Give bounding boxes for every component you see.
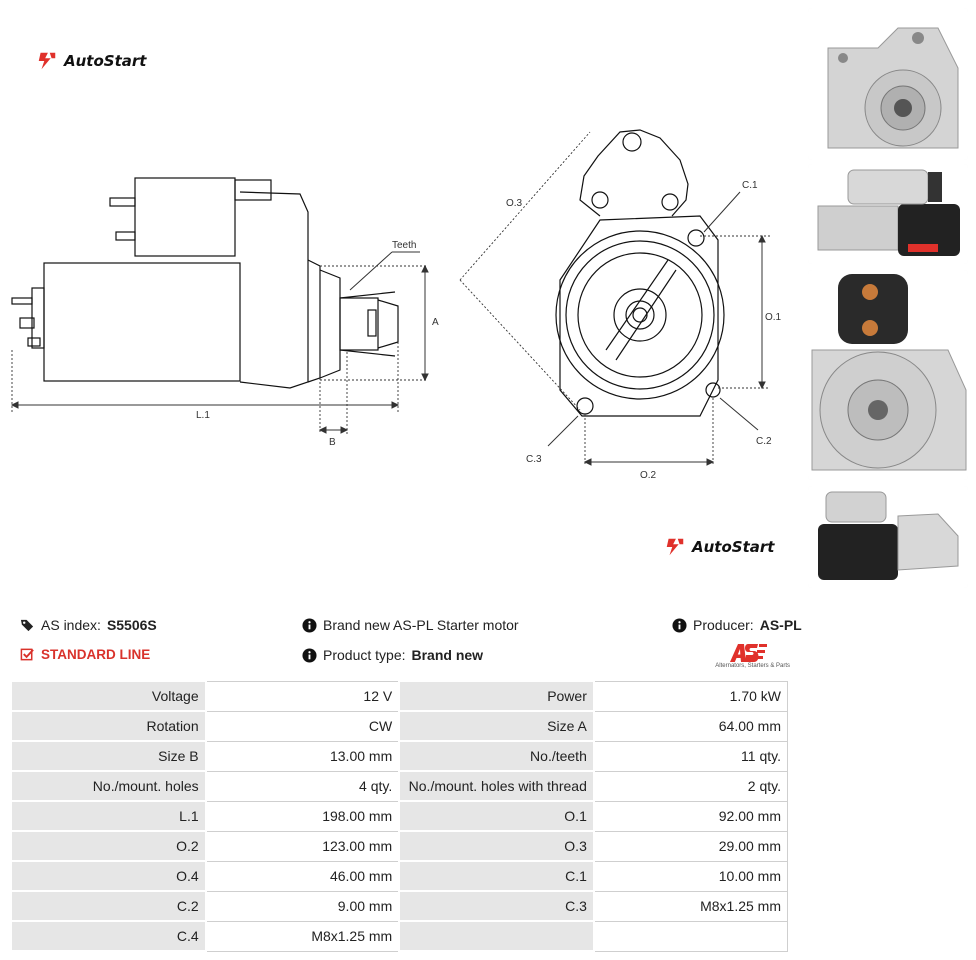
product-photo-angle[interactable]: [808, 486, 968, 588]
spec-key: O.1: [398, 800, 595, 832]
terminal-mid: [115, 231, 136, 241]
info-circle-icon: [302, 617, 317, 633]
spec-key: Power: [398, 680, 595, 712]
brand-name: AutoStart: [64, 52, 147, 70]
as-index: AS index: S5506S: [20, 617, 157, 633]
info-circle-icon: [302, 647, 317, 663]
spec-value: 2 qty.: [593, 770, 788, 802]
spec-value: 10.00 mm: [593, 860, 788, 892]
spec-value: 92.00 mm: [593, 800, 788, 832]
tags-icon: [20, 619, 34, 631]
mount-ear-top: [579, 129, 689, 217]
hole-c2: [705, 382, 721, 398]
spec-value: 11 qty.: [593, 740, 788, 772]
spec-value: 46.00 mm: [205, 860, 400, 892]
as-index-label: AS index:: [41, 617, 101, 633]
info-circle-icon: [672, 617, 687, 633]
spec-value: CW: [205, 710, 400, 742]
as-pl-logo: Alternators, Starters & Parts: [702, 642, 790, 672]
spec-key: Voltage: [10, 680, 207, 712]
label-l1: L.1: [196, 410, 210, 421]
spec-value: 4 qty.: [205, 770, 400, 802]
spec-value: 64.00 mm: [593, 710, 788, 742]
label-b: B: [329, 437, 336, 448]
standard-line-text: STANDARD LINE: [41, 647, 151, 662]
autostart-logo-icon: [666, 538, 684, 556]
spec-value: 9.00 mm: [205, 890, 400, 922]
label-teeth: Teeth: [392, 240, 416, 251]
spec-value: 123.00 mm: [205, 830, 400, 862]
housing-outer: [555, 230, 725, 400]
label-o2: O.2: [640, 470, 657, 480]
spec-value: [593, 920, 788, 952]
spec-key: No./mount. holes: [10, 770, 207, 802]
product-type-label: Product type:: [323, 647, 406, 663]
product-description: Brand new AS-PL Starter motor: [302, 617, 519, 633]
solenoid-body: [134, 177, 236, 257]
brand-logo-bottom: AutoStart: [664, 536, 774, 558]
brand-name: AutoStart: [692, 538, 775, 556]
spec-value: 13.00 mm: [205, 740, 400, 772]
product-photo-front[interactable]: [808, 8, 968, 160]
spec-key: L.1: [10, 800, 207, 832]
producer-label: Producer:: [693, 617, 754, 633]
spec-key: Rotation: [10, 710, 207, 742]
label-c1: C.1: [742, 180, 758, 191]
pinion-gear: [339, 297, 379, 351]
producer: Producer: AS-PL: [672, 617, 802, 633]
as-pl-tagline: Alternators, Starters & Parts: [715, 663, 790, 669]
motor-body: [43, 262, 241, 382]
standard-line-badge: STANDARD LINE: [20, 647, 150, 662]
spec-key: C.1: [398, 860, 595, 892]
spec-value: M8x1.25 mm: [205, 920, 400, 952]
label-c2: C.2: [756, 436, 772, 447]
brand-logo-top: AutoStart: [36, 50, 146, 72]
product-photo-rear[interactable]: [808, 270, 968, 480]
hole-c3: [576, 397, 594, 415]
label-c3: C.3: [526, 454, 542, 465]
spec-value: 1.70 kW: [593, 680, 788, 712]
spec-key: Size A: [398, 710, 595, 742]
terminal-top: [109, 197, 136, 207]
spec-value: M8x1.25 mm: [593, 890, 788, 922]
mounting-flange: [559, 215, 719, 417]
product-photo-side[interactable]: [808, 164, 968, 264]
spec-key: C.3: [398, 890, 595, 922]
spec-key: No./mount. holes with thread: [398, 770, 595, 802]
hole-c1: [687, 229, 705, 247]
autostart-logo-icon: [38, 52, 56, 70]
spec-value: 198.00 mm: [205, 800, 400, 832]
spec-value: 29.00 mm: [593, 830, 788, 862]
technical-drawing: Teeth A L.1 B: [10, 129, 782, 480]
check-square-icon: [20, 648, 34, 661]
spec-key: [398, 920, 595, 952]
spec-key: C.2: [10, 890, 207, 922]
description-text: Brand new AS-PL Starter motor: [323, 617, 519, 633]
product-type: Product type: Brand new: [302, 647, 483, 663]
spec-key: O.3: [398, 830, 595, 862]
product-type-value: Brand new: [411, 647, 484, 663]
label-a: A: [432, 317, 439, 328]
as-index-value: S5506S: [106, 617, 157, 633]
spec-key: No./teeth: [398, 740, 595, 772]
spec-value: 12 V: [205, 680, 400, 712]
as-pl-logo-icon: [730, 644, 767, 662]
label-o3: O.3: [506, 198, 523, 209]
spec-key: C.4: [10, 920, 207, 952]
spec-key: Size B: [10, 740, 207, 772]
spec-key: O.4: [10, 860, 207, 892]
label-o1: O.1: [765, 312, 782, 323]
spec-key: O.2: [10, 830, 207, 862]
producer-value: AS-PL: [759, 617, 802, 633]
